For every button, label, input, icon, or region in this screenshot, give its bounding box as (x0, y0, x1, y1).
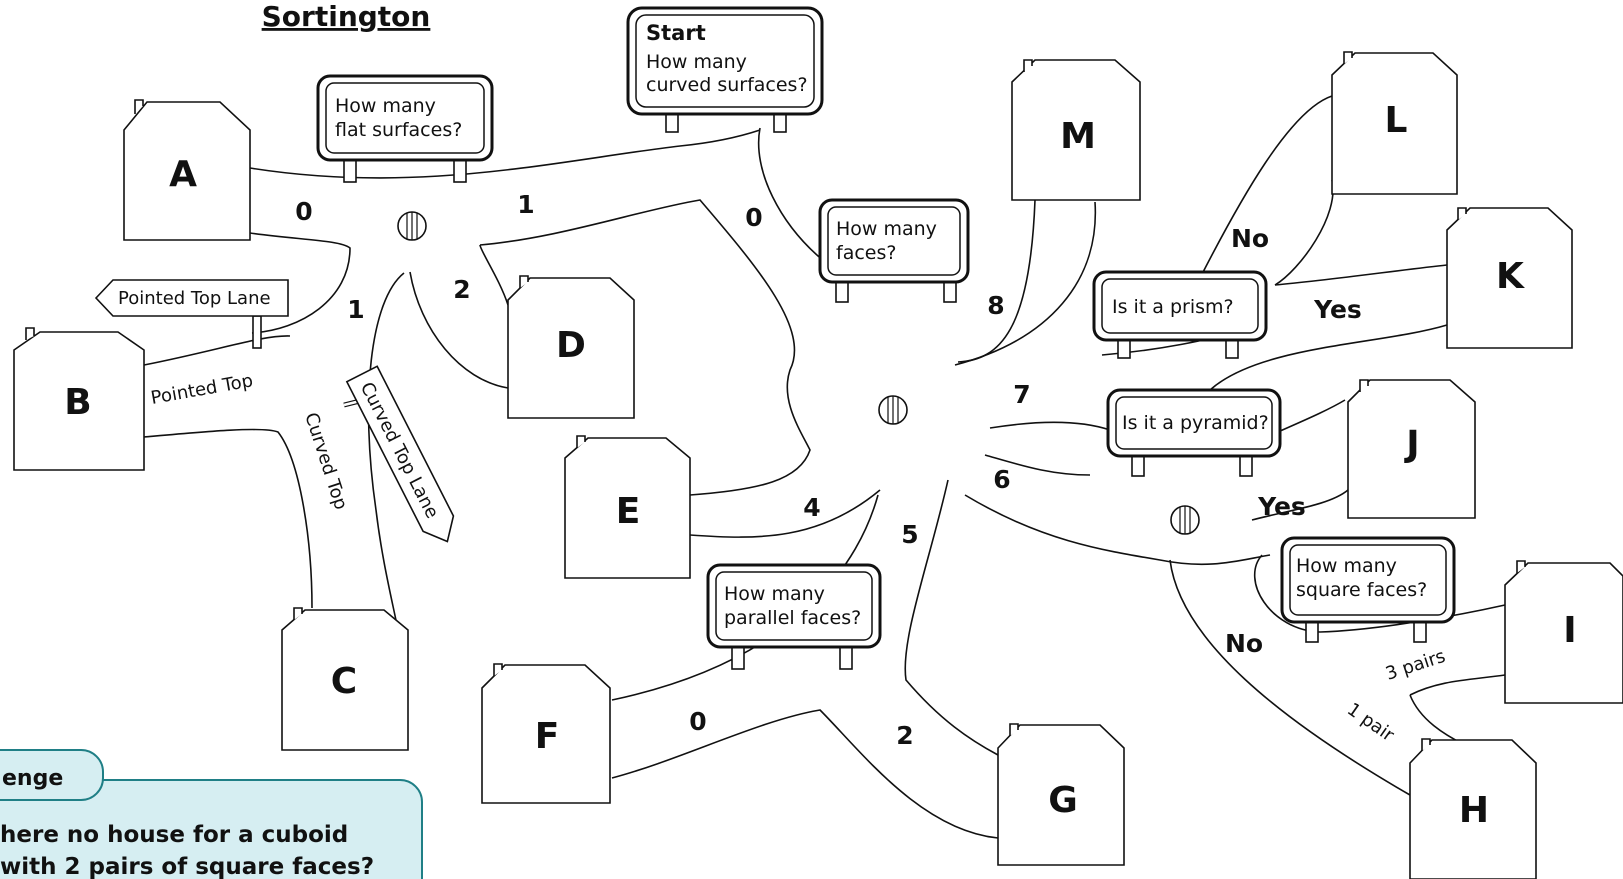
challenge-line2: with 2 pairs of square faces? (0, 854, 374, 879)
branch-label-faces-4: 4 (803, 493, 820, 522)
striped-circle-icon (397, 211, 427, 241)
flat-sign-line1: How many (335, 95, 436, 117)
prism-sign-text: Is it a prism? (1112, 296, 1234, 318)
pyramid-sign: Is it a pyramid? (1106, 388, 1282, 477)
branch-label-faces-7: 7 (1013, 380, 1030, 409)
flat-sign-line2: flat surfaces? (335, 119, 462, 141)
branch-label-prism-yes: Yes (1313, 295, 1362, 324)
house-c-label: C (331, 661, 357, 702)
house-b: B (13, 327, 145, 471)
house-h: H (1409, 738, 1537, 879)
branch-label-curved-0: 0 (745, 203, 762, 232)
start-sign-line2: curved surfaces? (646, 74, 808, 96)
house-a: A (123, 99, 251, 241)
house-g-label: G (1048, 780, 1078, 821)
branch-label-flat-0: 0 (295, 197, 312, 226)
flat-surfaces-sign: How many flat surfaces? (316, 74, 494, 183)
square-sign-line2: square faces? (1296, 579, 1427, 601)
branch-label-pyramid-yes: Yes (1257, 492, 1306, 521)
parallel-sign-line2: parallel faces? (724, 607, 861, 629)
start-sign-line1: How many (646, 51, 747, 73)
curved-top-lane-sign: Curved Top Lane (343, 365, 455, 543)
branch-label-flat-1: 1 (347, 295, 364, 324)
branch-label-pyramid-no: No (1225, 629, 1263, 658)
square-sign-line1: How many (1296, 555, 1397, 577)
house-k: K (1446, 207, 1573, 349)
roads (143, 95, 1506, 839)
house-g: G (997, 723, 1125, 866)
branch-label-square-1pair: 1 pair (1343, 699, 1398, 746)
branch-label-flat-2: 2 (453, 275, 470, 304)
house-f-label: F (535, 716, 560, 757)
challenge-line1: here no house for a cuboid (0, 822, 348, 848)
house-d-label: D (556, 325, 586, 366)
map-title: Sortington (262, 0, 431, 33)
house-b-label: B (64, 382, 91, 423)
pointed-top-lane-sign: Pointed Top Lane (94, 279, 289, 349)
house-j-label: J (1403, 424, 1419, 465)
parallel-sign-line1: How many (724, 583, 825, 605)
curved-top-street-label: Curved Top (300, 410, 351, 512)
faces-sign-line1: How many (836, 218, 937, 240)
start-sign: Start How many curved surfaces? (626, 6, 824, 133)
house-m-label: M (1060, 116, 1096, 157)
branch-label-parallel-2: 2 (896, 721, 913, 750)
house-m: M (1011, 59, 1141, 201)
house-e-label: E (616, 491, 641, 532)
challenge-title: enge (2, 766, 63, 791)
branch-label-prism-no: No (1231, 224, 1269, 253)
faces-sign-line2: faces? (836, 242, 896, 264)
house-l: L (1331, 51, 1458, 195)
house-f: F (481, 663, 611, 804)
parallel-faces-sign: How many parallel faces? (706, 563, 882, 670)
pointed-top-street-label: Pointed Top (149, 370, 254, 409)
house-k-label: K (1496, 256, 1525, 297)
prism-sign: Is it a prism? (1092, 270, 1268, 359)
house-c: C (281, 607, 409, 751)
house-i-label: I (1563, 610, 1576, 651)
branch-label-curved-1: 1 (517, 190, 534, 219)
striped-circle-icon (878, 395, 908, 425)
house-h-label: H (1459, 790, 1489, 831)
branch-label-parallel-0: 0 (689, 707, 706, 736)
start-sign-heading: Start (646, 21, 706, 45)
branch-label-faces-6: 6 (993, 465, 1010, 494)
house-l-label: L (1385, 100, 1408, 141)
challenge-box: enge here no house for a cuboid with 2 p… (0, 749, 423, 879)
striped-circle-icon (1170, 505, 1200, 535)
branch-label-faces-8: 8 (987, 291, 1004, 320)
house-e: E (564, 435, 691, 579)
pyramid-sign-text: Is it a pyramid? (1122, 412, 1269, 434)
faces-sign: How many faces? (818, 198, 970, 303)
house-i: I (1504, 560, 1623, 704)
branch-label-faces-5: 5 (901, 520, 918, 549)
pointed-top-lane-text: Pointed Top Lane (118, 288, 271, 309)
house-a-label: A (169, 154, 197, 195)
house-d: D (507, 275, 635, 419)
curved-top-lane-text: Curved Top Lane (356, 379, 443, 522)
house-j: J (1347, 379, 1476, 519)
branch-label-square-3pairs: 3 pairs (1383, 646, 1448, 685)
square-faces-sign: How many square faces? (1280, 536, 1456, 643)
